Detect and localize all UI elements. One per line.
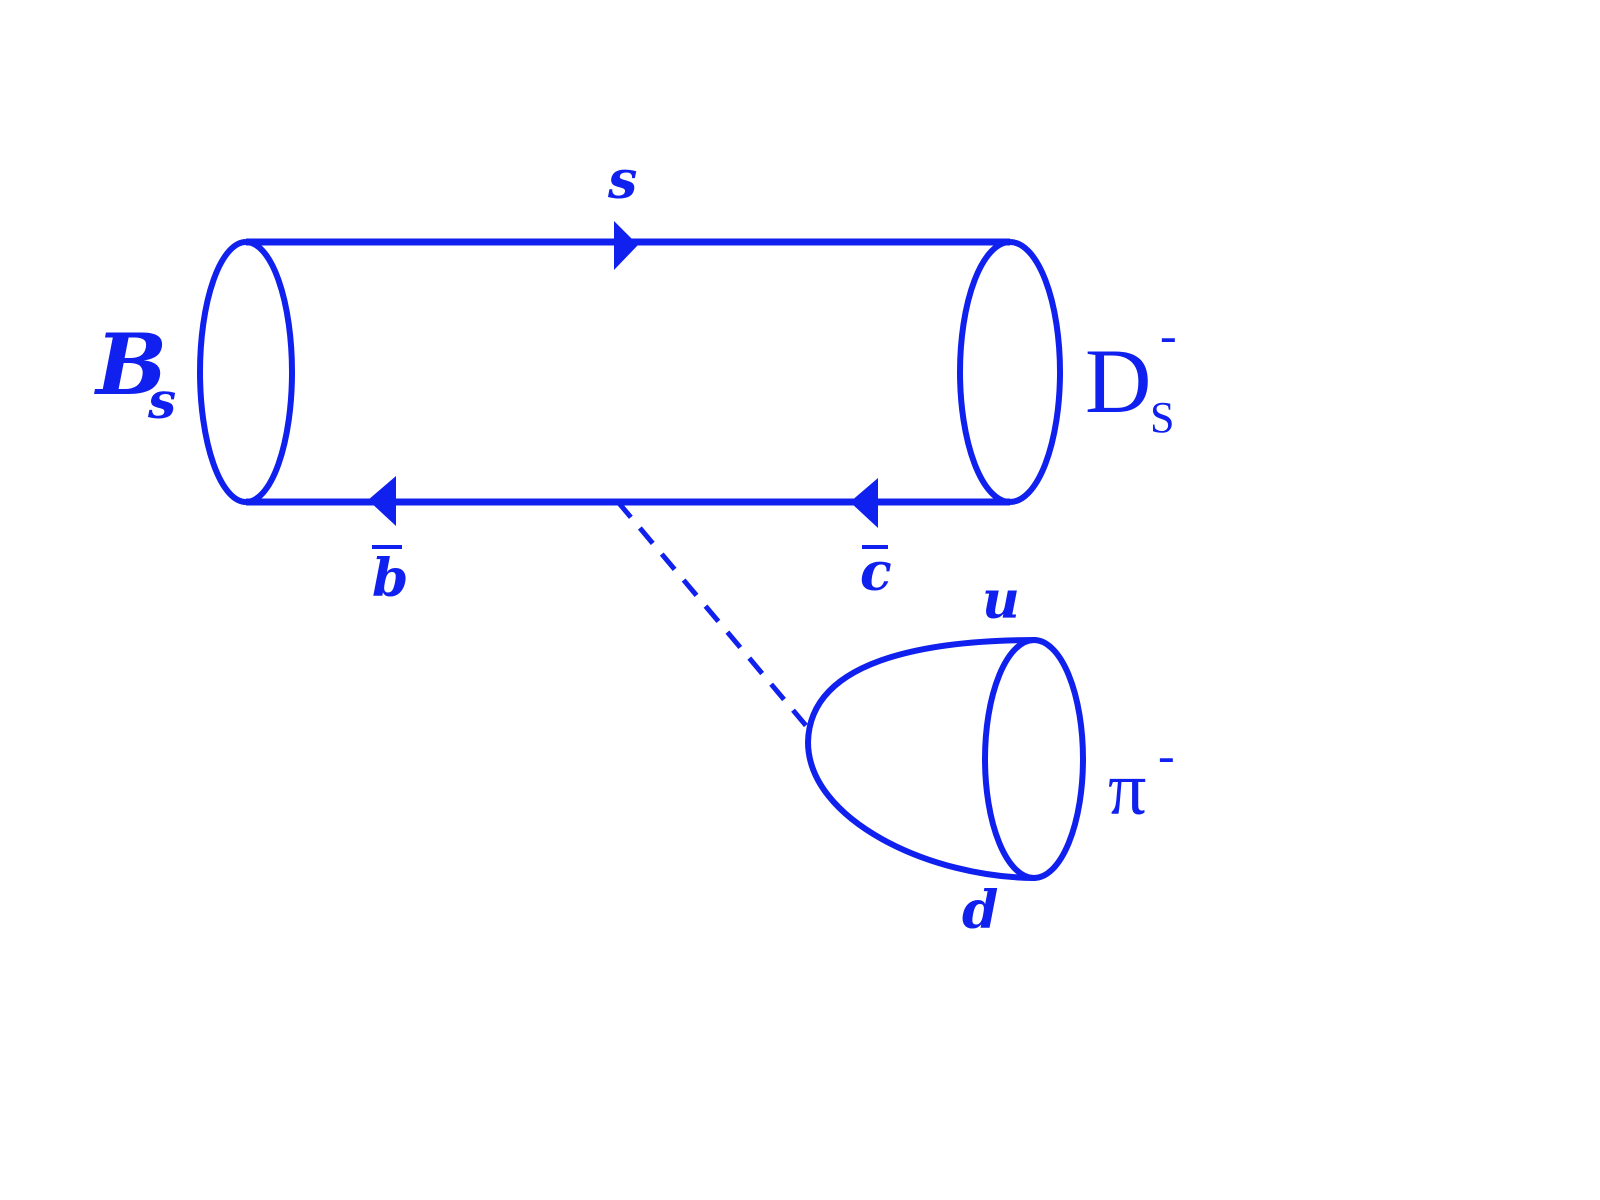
d-quark-label: d <box>962 880 998 941</box>
bs-ellipse <box>197 239 295 505</box>
cbar-quark-arrow <box>850 478 878 528</box>
w-boson-dashed-line <box>616 500 810 730</box>
bs-label: B <box>94 315 167 414</box>
ds-ellipse <box>957 239 1063 505</box>
cbar-quark-label: c <box>860 542 892 603</box>
pion-superscript: - <box>1158 727 1175 783</box>
u-quark-label: u <box>982 570 1020 631</box>
bbar-quark-label: b <box>372 548 408 609</box>
pion-quark-loop <box>804 637 1037 881</box>
bbar-quark-arrow <box>368 476 396 526</box>
s-quark-label: s <box>607 150 637 211</box>
pion-ellipse <box>982 637 1086 881</box>
ds-superscript: - <box>1160 307 1177 363</box>
pion-label: π <box>1108 747 1146 831</box>
ds-label: D <box>1085 330 1151 432</box>
bs-subscript: s <box>147 371 176 430</box>
s-quark-arrow <box>614 221 638 270</box>
ds-subscript: S <box>1150 393 1174 442</box>
